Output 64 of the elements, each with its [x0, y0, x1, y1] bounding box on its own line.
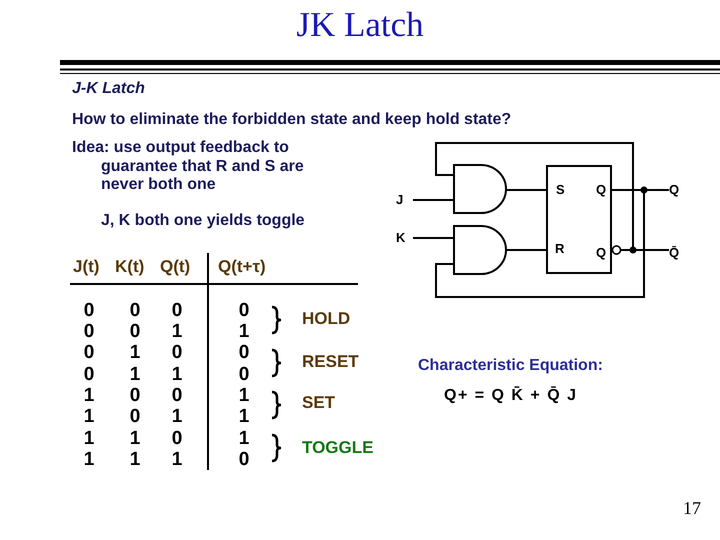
- column-header: Q(t+τ): [218, 257, 266, 277]
- output-label: Q: [669, 182, 685, 198]
- bit-value: 1: [238, 428, 250, 448]
- wire: [506, 189, 546, 191]
- bit-value: 0: [84, 364, 94, 384]
- bit-value: 1: [84, 448, 94, 470]
- equation: Q+ = Q K̄ + Q̄ J: [444, 386, 578, 404]
- bit-value: 1: [172, 406, 182, 426]
- wire: [435, 142, 634, 255]
- section-heading: J-K Latch: [72, 78, 145, 98]
- bit-value: 1: [84, 384, 94, 406]
- pin-label: Q: [596, 245, 606, 261]
- bit-value: 1: [130, 342, 140, 362]
- input-label: J: [396, 192, 413, 208]
- slide-title: JK Latch: [296, 6, 424, 44]
- page-number: 17: [683, 497, 701, 519]
- column-header: K(t): [115, 257, 144, 277]
- bit-value: 0: [130, 300, 140, 320]
- bit-value: 0: [130, 320, 140, 342]
- bit-value: 1: [238, 384, 250, 406]
- equation-heading: Characteristic Equation:: [418, 356, 603, 374]
- bit-value: 0: [172, 428, 182, 448]
- bit-value: 0: [172, 342, 182, 362]
- pin-label: Q: [596, 182, 606, 198]
- input-label: K: [396, 230, 413, 246]
- bit-value: 0: [238, 342, 250, 362]
- bit-value: 1: [130, 448, 140, 470]
- wire: [413, 199, 453, 201]
- bit-value: 1: [172, 320, 182, 342]
- idea-text: Idea: use output feedback to guarantee that R and S are never both one: [72, 139, 305, 194]
- column-header: J(t): [73, 257, 100, 277]
- bit-value: 1: [130, 428, 140, 448]
- bit-value: 1: [172, 364, 182, 384]
- mode-label: SET: [302, 393, 336, 413]
- note-text: J, K both one yields toggle: [101, 210, 305, 230]
- bit-value: 1: [130, 364, 140, 384]
- bit-value: 0: [84, 320, 94, 342]
- bit-value: 0: [130, 406, 140, 426]
- latch-box: [546, 165, 612, 274]
- wire: [506, 249, 546, 251]
- bit-value: 0: [238, 300, 250, 320]
- wire: [413, 237, 453, 239]
- mode-label: RESET: [302, 352, 359, 372]
- bit-value: 0: [238, 448, 250, 470]
- bit-value: 1: [172, 448, 182, 470]
- bit-value: 0: [84, 342, 94, 362]
- pin-label: R: [555, 241, 564, 257]
- bit-value: 1: [84, 406, 94, 426]
- pin-label: S: [556, 182, 565, 198]
- bit-value: 1: [238, 406, 250, 426]
- question-text: How to eliminate the forbidden state and keep hold state?: [72, 110, 512, 128]
- column-header: Q(t): [160, 257, 190, 277]
- mode-label: HOLD: [302, 309, 350, 329]
- bit-value: 0: [172, 384, 182, 406]
- bit-value: 1: [84, 428, 94, 448]
- bit-value: 0: [84, 300, 94, 320]
- mode-label: TOGGLE: [302, 438, 374, 458]
- and-gate: [453, 164, 507, 214]
- output-label: Q̄: [669, 244, 685, 262]
- bit-value: 0: [172, 300, 182, 320]
- bit-value: 0: [238, 364, 250, 384]
- bit-value: 0: [130, 384, 140, 406]
- and-gate: [453, 225, 507, 275]
- bit-value: 1: [238, 320, 250, 342]
